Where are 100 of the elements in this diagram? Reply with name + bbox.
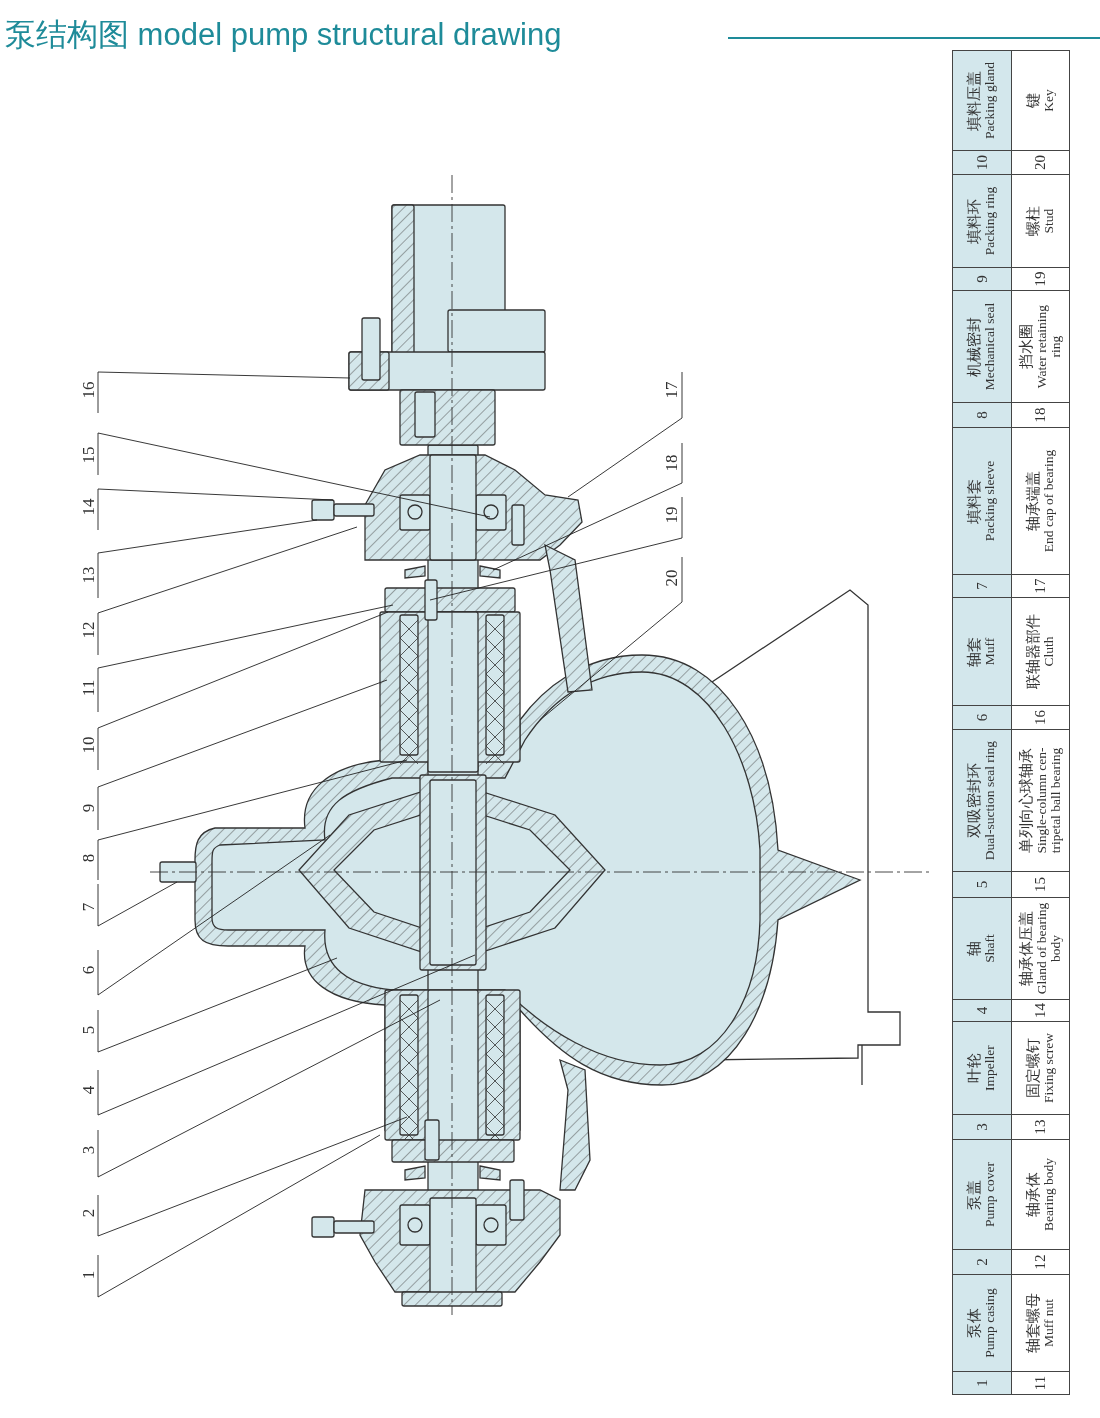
leader-line: [97, 611, 389, 771]
callout-number: 15: [79, 446, 97, 464]
part-name-english: Packing ring: [983, 185, 998, 258]
leader-line: [97, 999, 441, 1178]
leader-line: [97, 371, 351, 414]
part-name: 螺柱: [1024, 205, 1042, 238]
item-number: 10: [973, 155, 990, 170]
part-name: 填料环: [966, 197, 984, 246]
leader-line: [97, 488, 334, 531]
callout-number: 4: [79, 1085, 97, 1095]
callout-number: 20: [662, 569, 680, 587]
item-number: 5: [973, 880, 990, 889]
part-name: 轴套螺母: [1024, 1292, 1042, 1355]
leader-line: [97, 957, 338, 1053]
part-name-english: End cap of bearing: [1041, 448, 1056, 555]
item-number: 6: [973, 713, 990, 722]
callout-number: 1: [79, 1270, 97, 1280]
item-number: 4: [973, 1006, 990, 1015]
callout-number: 2: [79, 1208, 97, 1218]
part-name-english: Mechanical seal: [983, 301, 998, 393]
part-name-english: Fixing screw: [1041, 1031, 1056, 1106]
part-name: 轴承体: [1024, 1171, 1042, 1219]
part-name: 轴承端盖: [1024, 470, 1042, 533]
callout-number: 7: [79, 902, 97, 912]
part-name: 泵盖: [966, 1178, 984, 1212]
item-number: 3: [973, 1123, 990, 1131]
item-number: 15: [1032, 877, 1049, 892]
part-name-english: Key: [1041, 88, 1056, 114]
part-name: 叶轮: [966, 1052, 984, 1085]
item-number: 11: [1032, 1375, 1049, 1391]
part-name: 泵体: [966, 1307, 984, 1340]
callout-number: 17: [662, 381, 680, 399]
callout-number: 3: [79, 1145, 97, 1155]
part-name: 固定螺钉: [1024, 1037, 1042, 1100]
part-name-english: Pump casing: [983, 1287, 998, 1360]
part-name: 轴套: [966, 635, 984, 669]
item-number: 20: [1032, 155, 1049, 170]
item-number: 1: [973, 1379, 990, 1387]
part-name-english: Shaft: [983, 933, 998, 965]
part-name-english: Pump cover: [983, 1161, 998, 1229]
leader-line: [97, 1134, 381, 1298]
part-name-english: Impeller: [983, 1044, 998, 1093]
leader-line: [97, 519, 318, 599]
leader-line: [97, 679, 388, 831]
callout-number: 12: [79, 621, 97, 639]
leader-line: [97, 604, 394, 713]
item-number: 17: [1032, 578, 1049, 594]
leader-line: [429, 496, 683, 601]
callout-number: 19: [662, 506, 680, 524]
part-name: 单列向心球轴承: [1017, 747, 1035, 855]
leader-line: [97, 1116, 408, 1237]
part-name-english: Packing gland: [983, 61, 998, 141]
item-number: 7: [973, 582, 990, 590]
part-name-english: Packing sleeve: [983, 459, 998, 544]
item-number: 12: [1032, 1254, 1049, 1270]
callout-number: 14: [79, 498, 97, 516]
item-number: 2: [973, 1258, 990, 1266]
leader-line: [567, 371, 683, 498]
leader-line: [97, 881, 178, 927]
part-name-english: Water retaining ring: [1034, 303, 1063, 391]
part-name: 键: [1024, 92, 1042, 110]
item-number: 14: [1032, 1003, 1049, 1018]
leader-line: [492, 442, 683, 571]
part-name: 双吸密封环: [966, 762, 984, 840]
item-number: 18: [1032, 407, 1049, 423]
item-number: 19: [1032, 271, 1049, 287]
part-name: 轴承体压盖: [1017, 910, 1035, 988]
part-name-english: Muff nut: [1041, 1297, 1056, 1350]
part-name: 填料压盖: [966, 69, 984, 133]
leader-line: [539, 556, 683, 721]
leader-line: [97, 759, 408, 881]
callout-number: 5: [79, 1025, 97, 1035]
callout-number: 18: [662, 454, 680, 472]
item-number: 16: [1032, 710, 1049, 725]
part-name: 填料套: [966, 477, 984, 526]
part-name: 机械密封: [966, 315, 984, 379]
part-name-english: Gland of bearing body: [1034, 901, 1063, 997]
part-name-english: Bearing body: [1041, 1156, 1056, 1234]
item-number: 13: [1032, 1119, 1049, 1135]
part-name: 联轴器部件: [1024, 613, 1042, 691]
part-name: 轴: [966, 940, 984, 958]
callout-number: 16: [79, 381, 97, 399]
part-name-english: Muff: [983, 636, 998, 668]
leader-line: [97, 834, 331, 996]
item-number: 8: [973, 411, 990, 419]
callout-number: 6: [79, 965, 97, 975]
title: 泵结构图 model pump structural drawing: [5, 16, 562, 54]
part-name: 挡水圈: [1017, 323, 1035, 371]
callout-number: 13: [79, 566, 97, 584]
leader-line: [97, 432, 491, 518]
part-name-english: Dual-suction seal ring: [983, 739, 998, 863]
callout-number: 9: [79, 803, 97, 813]
leader-line: [97, 954, 476, 1116]
part-name-english: Stud: [1041, 207, 1056, 236]
part-name-english: Cluth: [1041, 635, 1056, 669]
item-number: 9: [973, 275, 990, 283]
part-name-english: Single-column cen-tripetal ball bearing: [1034, 746, 1063, 856]
leader-line: [97, 526, 358, 656]
callout-number: 11: [79, 679, 97, 697]
callout-number: 10: [79, 736, 97, 754]
